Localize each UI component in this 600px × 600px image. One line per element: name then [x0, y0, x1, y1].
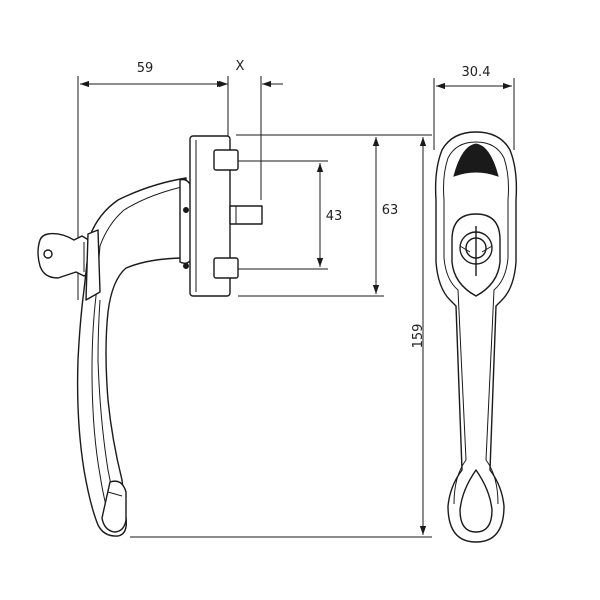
front-rim — [443, 141, 509, 505]
lever-bevel-lower — [97, 299, 115, 501]
dimension-159-label: 159 — [411, 324, 426, 349]
dimension-43: 43 — [238, 160, 343, 270]
dimension-x: X — [208, 59, 283, 200]
lever-neck — [85, 229, 101, 301]
lever-bevel — [91, 185, 187, 513]
front-thumb-recess — [453, 143, 499, 177]
handle-side-view — [37, 135, 263, 537]
dimension-30-4: 30.4 — [433, 65, 515, 150]
dimension-59-label: 59 — [137, 61, 154, 76]
dimension-63: 63 — [236, 134, 432, 297]
front-tip-opening — [459, 469, 493, 533]
fixing-screw-bottom — [213, 257, 239, 279]
handle-front-view — [434, 131, 518, 543]
fixing-screw-top — [213, 149, 239, 171]
dimension-43-label: 43 — [326, 209, 343, 224]
spindle — [229, 205, 263, 225]
lever-grip-end — [101, 480, 127, 533]
dimension-x-label: X — [236, 59, 245, 74]
dimension-30-4-label: 30.4 — [462, 65, 491, 80]
dimension-63-label: 63 — [382, 203, 399, 218]
key-icon — [37, 232, 93, 279]
dimension-159: 159 — [130, 137, 432, 538]
